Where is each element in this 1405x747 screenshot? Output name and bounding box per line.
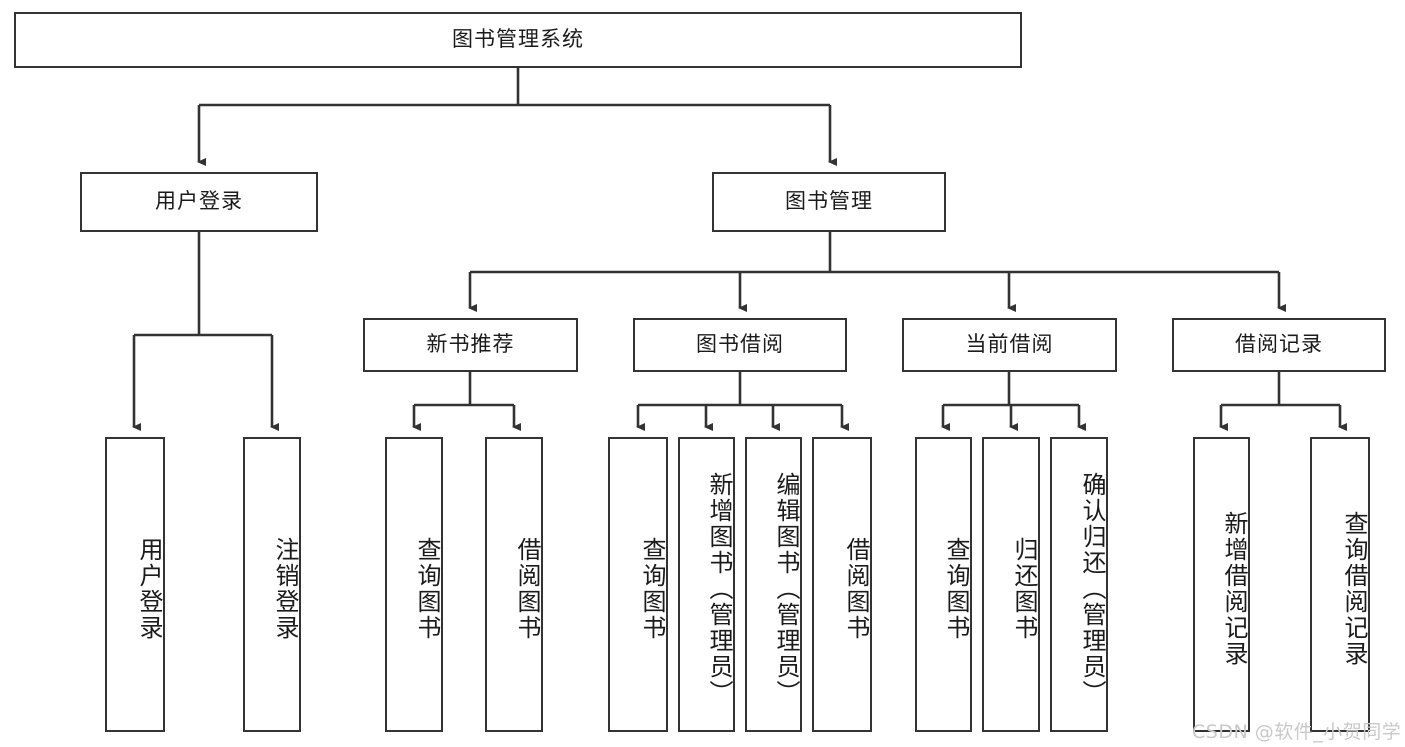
node-leaf-query-book-3-label: 查询图书 [942, 536, 970, 641]
node-leaf-query-record-label: 查询借阅记录 [1340, 510, 1368, 667]
node-leaf-user-login[interactable]: 用户登录 [105, 437, 165, 732]
node-book-management-label: 图书管理 [785, 189, 873, 214]
node-root-label: 图书管理系统 [452, 27, 584, 52]
node-current-borrow-label: 当前借阅 [965, 332, 1054, 357]
node-leaf-borrow-book-1[interactable]: 借阅图书 [485, 437, 543, 732]
node-book-management[interactable]: 图书管理 [712, 172, 946, 232]
node-leaf-add-book-label: 新增图书（管理员） [705, 471, 733, 706]
node-leaf-edit-book[interactable]: 编辑图书（管理员） [745, 437, 802, 732]
node-leaf-return-book-label: 归还图书 [1010, 536, 1038, 641]
node-leaf-logout-label: 注销登录 [271, 536, 299, 641]
node-leaf-query-book-1[interactable]: 查询图书 [385, 437, 443, 732]
node-leaf-query-book-1-label: 查询图书 [413, 536, 441, 641]
node-leaf-confirm-return[interactable]: 确认归还（管理员） [1050, 437, 1108, 732]
node-leaf-add-record[interactable]: 新增借阅记录 [1193, 437, 1250, 732]
node-leaf-query-book-2-label: 查询图书 [638, 536, 666, 641]
node-leaf-query-book-3[interactable]: 查询图书 [915, 437, 972, 732]
csdn-watermark: CSDN @软件_小贺同学 [1192, 721, 1402, 743]
node-leaf-query-record[interactable]: 查询借阅记录 [1310, 437, 1370, 732]
node-borrow-record[interactable]: 借阅记录 [1172, 318, 1386, 372]
node-leaf-return-book[interactable]: 归还图书 [982, 437, 1040, 732]
node-leaf-edit-book-label: 编辑图书（管理员） [772, 471, 800, 706]
node-leaf-query-book-2[interactable]: 查询图书 [608, 437, 668, 732]
node-leaf-confirm-return-label: 确认归还（管理员） [1078, 471, 1106, 706]
node-leaf-borrow-book-1-label: 借阅图书 [513, 536, 541, 641]
node-leaf-borrow-book-2-label: 借阅图书 [842, 536, 870, 641]
node-borrow-record-label: 借阅记录 [1235, 332, 1323, 357]
node-leaf-borrow-book-2[interactable]: 借阅图书 [812, 437, 872, 732]
node-new-book-recommend[interactable]: 新书推荐 [363, 318, 578, 372]
node-leaf-add-book[interactable]: 新增图书（管理员） [678, 437, 735, 732]
node-book-borrow-label: 图书借阅 [696, 332, 784, 357]
node-current-borrow[interactable]: 当前借阅 [902, 318, 1117, 372]
node-book-borrow[interactable]: 图书借阅 [633, 318, 847, 372]
node-leaf-logout[interactable]: 注销登录 [243, 437, 301, 732]
node-root[interactable]: 图书管理系统 [14, 12, 1022, 68]
node-leaf-add-record-label: 新增借阅记录 [1220, 510, 1248, 667]
node-new-book-recommend-label: 新书推荐 [426, 332, 515, 357]
node-user-login-label: 用户登录 [155, 189, 243, 214]
node-user-login[interactable]: 用户登录 [80, 172, 318, 232]
node-leaf-user-login-label: 用户登录 [135, 536, 163, 641]
